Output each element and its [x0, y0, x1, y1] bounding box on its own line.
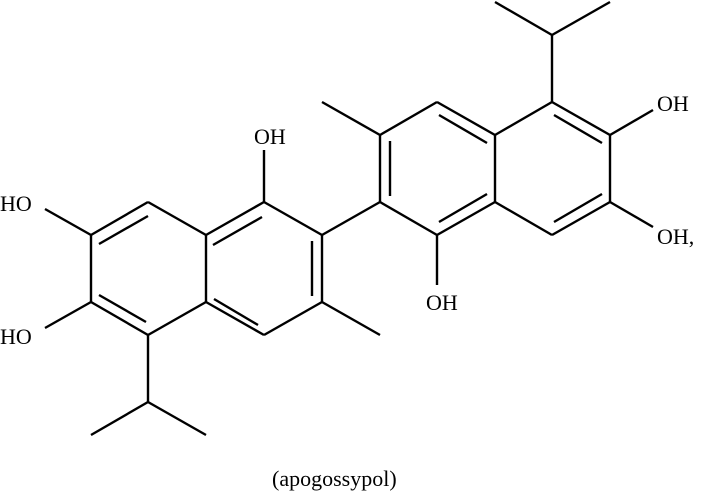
left-naphthalene	[44, 150, 381, 437]
label-left-ho-upper: HO	[0, 191, 32, 216]
label-right-oh-upper: OH	[657, 91, 689, 116]
biaryl-bond	[321, 200, 381, 237]
right-naphthalene	[321, 0, 654, 285]
label-left-ho-lower: HO	[0, 324, 32, 349]
label-left-top-oh: OH	[254, 124, 286, 149]
label-right-oh-lower: OH,	[657, 224, 694, 249]
label-right-bottom-oh: OH	[426, 290, 458, 315]
compound-caption: (apogossypol)	[272, 466, 397, 491]
